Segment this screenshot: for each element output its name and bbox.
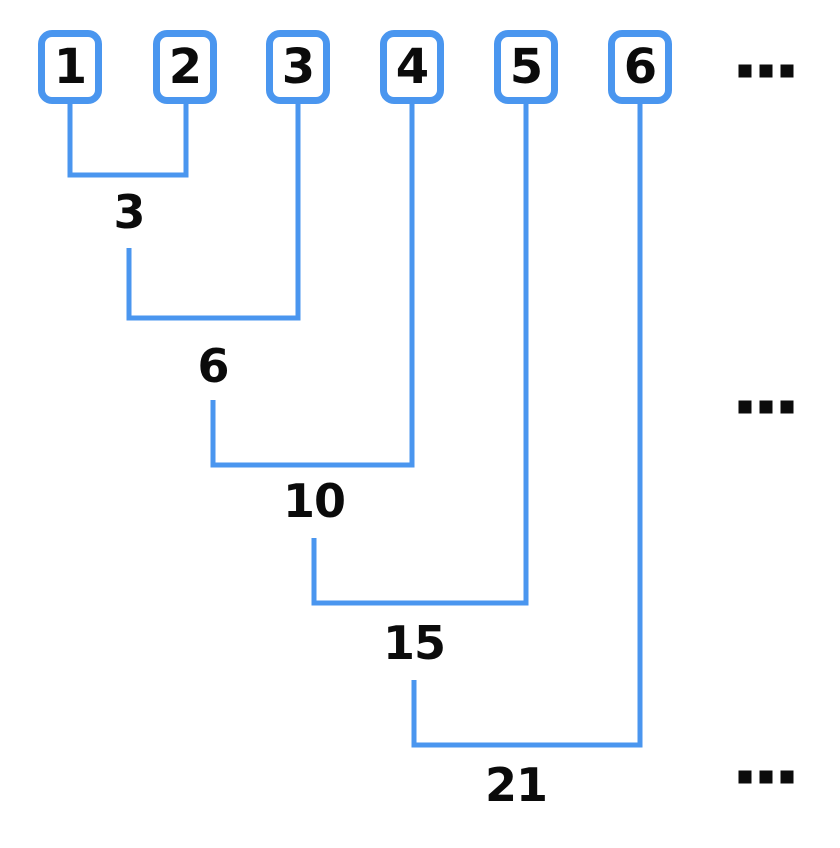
ellipsis-dot-icon	[738, 770, 752, 784]
node-box-3[interactable]: 3	[266, 30, 330, 104]
bracket-connector-4	[311, 104, 529, 606]
ellipsis-dot-icon	[759, 770, 773, 784]
node-label: 5	[509, 39, 543, 95]
ellipsis-dot-icon	[738, 400, 752, 414]
ellipsis-middle	[738, 400, 794, 414]
ellipsis-dot-icon	[738, 64, 752, 78]
ellipsis-dot-icon	[759, 64, 773, 78]
sum-label-10: 10	[282, 474, 346, 528]
ellipsis-dot-icon	[780, 400, 794, 414]
node-box-5[interactable]: 5	[494, 30, 558, 104]
sum-label-15: 15	[382, 616, 446, 670]
ellipsis-bottom	[738, 770, 794, 784]
node-label: 4	[395, 39, 429, 95]
node-box-6[interactable]: 6	[608, 30, 672, 104]
node-box-1[interactable]: 1	[38, 30, 102, 104]
node-label: 2	[168, 39, 202, 95]
ellipsis-top	[738, 64, 794, 78]
sum-label-21: 21	[484, 758, 548, 812]
bracket-connector-1	[67, 104, 189, 178]
ellipsis-dot-icon	[780, 770, 794, 784]
brackets-group	[67, 104, 643, 748]
bracket-connector-3	[210, 104, 415, 468]
sum-label-6: 6	[197, 339, 229, 393]
bracket-connector-5	[411, 104, 643, 748]
node-label: 3	[281, 39, 315, 95]
node-label: 1	[53, 39, 87, 95]
sum-label-3: 3	[113, 185, 145, 239]
node-box-2[interactable]: 2	[153, 30, 217, 104]
ellipsis-dot-icon	[759, 400, 773, 414]
bracket-connector-2	[126, 104, 301, 321]
ellipsis-dot-icon	[780, 64, 794, 78]
node-box-4[interactable]: 4	[380, 30, 444, 104]
node-label: 6	[623, 39, 657, 95]
